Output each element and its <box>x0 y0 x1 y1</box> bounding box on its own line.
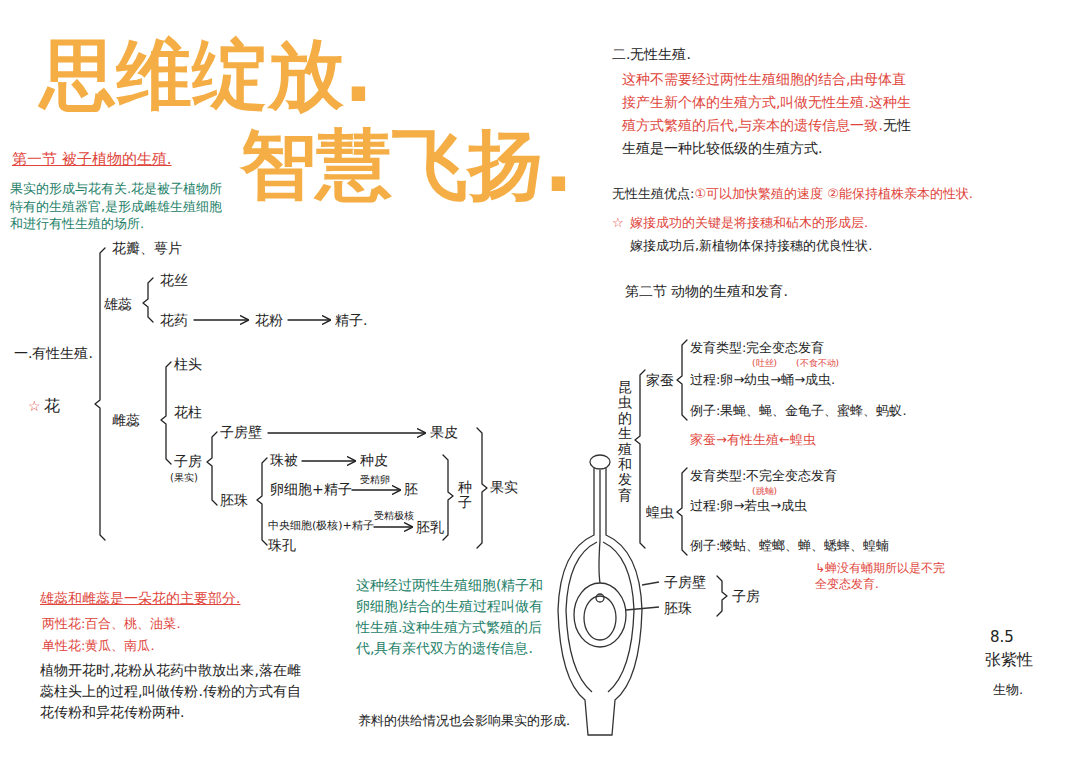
note-text: 珠孔 <box>268 537 296 555</box>
brace <box>635 370 645 548</box>
note-text: 这种经过两性生殖细胞(精子和卵细胞)结合的生殖过程叫做有性生殖.这种生殖方式繁殖… <box>356 575 544 659</box>
arrow <box>352 489 400 490</box>
note-text: 受精极核 <box>374 510 414 523</box>
note-text: 精子. <box>335 312 367 330</box>
note-text: 植物开花时,花粉从花药中散放出来,落在雌蕊柱头上的过程,叫做传粉.传粉的方式有自… <box>40 660 310 723</box>
note-text: (果实) <box>170 472 198 485</box>
brace <box>207 432 217 505</box>
note-text: 养料的供给情况也会影响果实的形成. <box>358 713 570 729</box>
vertical-label: 种子 <box>458 480 472 511</box>
note-text: 单性花:黄瓜、南瓜. <box>42 638 155 654</box>
paragraph: 这种不需要经过两性生殖细胞的结合,由母体直接产生新个体的生殖方式,叫做无性生殖.… <box>622 68 912 160</box>
note-text: 生物. <box>993 682 1023 698</box>
note-text: 卵细胞+精子 <box>270 481 352 499</box>
note-text: 花 <box>44 396 60 416</box>
brace <box>143 278 153 322</box>
note-text: 果实 <box>490 479 518 497</box>
note-text: 家蚕 <box>646 372 674 390</box>
note-text: ☆ <box>612 215 624 231</box>
note-text: 胚 <box>404 481 418 499</box>
note-text: 例子:蝼蛄、螳螂、蝉、蟋蟀、蝗蝻 <box>690 538 889 554</box>
brace <box>95 248 105 540</box>
arrow <box>288 319 330 320</box>
note-text: 胚珠 <box>664 600 692 618</box>
pistil-illustration <box>558 455 659 735</box>
brace <box>677 340 687 420</box>
arrow <box>302 460 355 461</box>
note-text: 这种不需要经过两性生殖细胞的结合,由母体直接产生新个体的生殖方式,叫做无性生殖.… <box>622 71 911 133</box>
arrow <box>194 319 248 320</box>
note-text: (跳蝻) <box>752 486 777 497</box>
note-text: 子房 <box>732 588 760 606</box>
arrow <box>268 432 425 433</box>
brace <box>161 362 171 464</box>
note-text: 无性生殖优点: <box>612 186 694 201</box>
note-text: 柱头 <box>174 356 202 374</box>
note-text: 花柱 <box>174 404 202 422</box>
note-text: ↳蝉没有蛹期所以是不完全变态发育. <box>815 560 950 592</box>
note-text: 果实的形成与花有关.花是被子植物所特有的生殖器官,是形成雌雄生殖细胞和进行有性生… <box>10 180 235 233</box>
note-text: 发育类型:完全变态发育 <box>690 340 824 356</box>
note-text: 雌蕊 <box>112 412 140 430</box>
vertical-label: 昆虫的生殖和发育 <box>618 380 632 503</box>
note-text: 嫁接成功的关键是将接穗和砧木的形成层. <box>630 215 868 231</box>
brace <box>477 428 487 548</box>
note-text: 例子:果蝇、蝇、金龟子、蜜蜂、蚂蚁. <box>690 403 907 419</box>
note-text: 二.无性生殖. <box>612 46 691 64</box>
brace <box>717 576 727 616</box>
note-text: ①可以加快繁殖的速度 ②能保持植株亲本的性状. <box>694 186 973 201</box>
note-text: 一.有性生殖. <box>14 345 93 363</box>
note-text: 胚乳 <box>416 519 444 537</box>
note-text: 珠被 <box>270 452 298 470</box>
note-text: 发育类型:不完全变态发育 <box>690 468 837 484</box>
note-text: 果皮 <box>430 424 458 442</box>
note-text: (不食不动) <box>796 358 839 369</box>
note-text: 过程:卵→若虫→成虫 <box>690 498 807 514</box>
note-text: 雄蕊 <box>104 296 132 314</box>
note-text: 受精卵 <box>360 474 390 487</box>
note-text: 胚珠 <box>220 492 248 510</box>
note-text: (吐丝) <box>752 358 777 369</box>
note-text: 张紫性 <box>985 650 1033 670</box>
note-text: 中央细胞(极核)+精子 <box>268 519 374 533</box>
note-text: 过程:卵→幼虫→蛹→成虫. <box>690 372 835 388</box>
note-text: 8.5 <box>990 628 1014 647</box>
note-text: 雄蕊和雌蕊是一朵花的主要部分. <box>40 590 240 608</box>
note-text: 种皮 <box>360 452 388 470</box>
note-text: 子房 <box>174 453 202 471</box>
note-text: 花药 <box>160 312 188 330</box>
note-text: 两性花:百合、桃、油菜. <box>42 616 181 632</box>
note-text: 蝗虫 <box>646 504 674 522</box>
note-text: 嫁接成功后,新植物体保持接穗的优良性状. <box>630 238 872 254</box>
brace <box>443 455 453 540</box>
note-text: 子房壁 <box>220 424 262 442</box>
brace <box>677 468 687 555</box>
note-text: 第二节 动物的生殖和发育. <box>625 283 788 301</box>
brace <box>257 458 267 545</box>
note-text: 第一节 被子植物的生殖. <box>12 150 172 169</box>
paragraph: 无性生殖优点:①可以加快繁殖的速度 ②能保持植株亲本的性状. <box>612 184 1072 204</box>
note-text: ☆ <box>28 398 41 416</box>
note-text: 花瓣、萼片 <box>112 240 182 258</box>
arrow <box>374 526 412 527</box>
note-text: 花粉 <box>255 312 283 330</box>
note-text: 子房壁 <box>664 574 706 592</box>
note-text: 家蚕→有性生殖←蝗虫 <box>690 432 816 448</box>
note-text: 花丝 <box>160 272 188 290</box>
